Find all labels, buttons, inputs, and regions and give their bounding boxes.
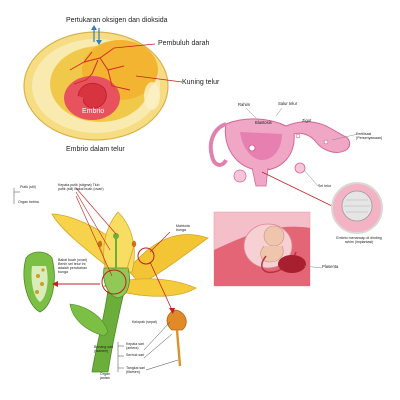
- oviduct-left: [208, 122, 228, 167]
- uterus-diagram: [208, 107, 359, 207]
- embryo-body: [77, 82, 107, 109]
- leader-implant: [261, 171, 333, 207]
- blastocyst: [248, 144, 256, 152]
- label-blastocyst: Blastosis: [255, 120, 272, 125]
- anther-inset: [149, 261, 187, 367]
- label-stigma: Putik (stil): [20, 185, 36, 189]
- fetus-head: [263, 225, 285, 247]
- leaf: [69, 303, 109, 337]
- placenta: [278, 255, 306, 273]
- blood-vessels: [69, 47, 131, 91]
- fetus-body: [260, 245, 284, 263]
- leader-placenta: [303, 265, 323, 269]
- anther-highlight: [137, 247, 155, 265]
- fetus-diagram: [213, 211, 323, 287]
- label-yolk: Kuning telur: [182, 79, 220, 86]
- label-gas-exchange: Pertukaran oksigen dan dioksida: [66, 17, 168, 24]
- label-pollen: Serbuk sari: [126, 353, 145, 357]
- label-female-organ: Organ betina: [18, 200, 39, 204]
- petal-right: [127, 234, 209, 285]
- egg-diagram: [23, 25, 183, 141]
- leader-egg: [303, 169, 319, 187]
- female-bracket: [13, 188, 20, 204]
- petal-back: [103, 211, 135, 273]
- label-anther: Kepala sari (antera): [126, 342, 144, 351]
- leader-vessels: [113, 43, 156, 49]
- fertilised-egg: [323, 139, 329, 145]
- label-uterus: Rahim: [238, 102, 251, 107]
- inset-lines: [344, 199, 370, 213]
- label-head-tube-ovary: Kepala putik (stigma) Tiub putik (stil) …: [58, 183, 104, 192]
- label-filament: Tangkai sari (filamen): [126, 366, 146, 375]
- label-placenta: Plasenta: [322, 264, 339, 269]
- label-zygote: Zigot: [302, 118, 312, 123]
- male-brackets: [117, 321, 179, 372]
- leader-fert: [331, 133, 359, 141]
- ovary-cross-section: [23, 251, 100, 313]
- flower-diagram: [51, 211, 209, 373]
- cervix: [251, 167, 269, 187]
- label-embryo: Embrio: [82, 108, 105, 115]
- stamen-2: [125, 245, 135, 273]
- label-oviduct: Salur telur: [278, 101, 298, 106]
- label-stamen: Benang sari (stamen): [94, 345, 114, 354]
- stamen-1: [99, 245, 109, 273]
- label-petal: Mahkota bunga: [176, 224, 190, 233]
- implantation-inset: [331, 182, 383, 234]
- zygote: [295, 133, 301, 139]
- egg-caption: Embrio dalam telur: [66, 146, 125, 153]
- uterus-cavity: [240, 132, 282, 160]
- air-cell: [144, 82, 160, 110]
- label-sepal: Kelopak (sepal): [132, 320, 157, 324]
- leader-uterus: [245, 107, 257, 119]
- label-implantation: Embrio menancap di dinding rahim (implan…: [336, 236, 382, 245]
- label-fertilisation: Fertilisasi (Persenyawaan): [356, 132, 383, 141]
- ovary-highlight: [101, 269, 127, 295]
- label-ovary-cross: Bakal buah (ovari) Benih sel telur ini a…: [58, 258, 88, 275]
- ovary: [233, 169, 247, 183]
- label-blood-vessels: Pembuluh darah: [158, 40, 210, 47]
- stigma-head: [113, 233, 119, 239]
- female-leaders: [75, 187, 171, 277]
- label-male-organ: Organ jantan: [100, 372, 110, 381]
- label-egg-cell: Sel telur: [318, 184, 332, 188]
- ovary-right: [294, 162, 306, 174]
- leader-oviduct: [275, 107, 283, 117]
- leader-yolk: [135, 75, 183, 83]
